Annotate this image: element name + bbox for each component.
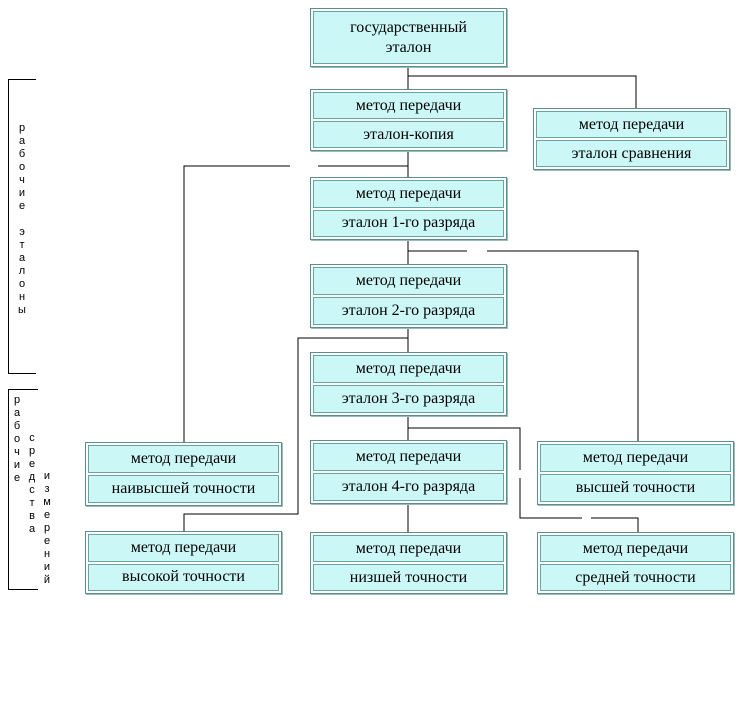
- vertical-letter: з: [44, 483, 50, 495]
- node-highest-title: наивысшей точности: [88, 475, 279, 503]
- node-state-standard-label: государственный эталон: [313, 11, 504, 64]
- connector-to-highest: [183, 165, 290, 442]
- node-medium-method: метод передачи: [540, 535, 731, 562]
- node-rank1-method: метод передачи: [313, 180, 504, 208]
- node-high-method: метод передачи: [88, 534, 279, 562]
- node-medium-accuracy: метод передачи средней точности: [537, 532, 734, 594]
- vertical-letter: и: [43, 561, 51, 573]
- vertical-letter: м: [43, 496, 51, 508]
- vertical-letter: а: [18, 135, 26, 147]
- node-rank3-method: метод передачи: [313, 355, 504, 383]
- vertical-letter: ч: [19, 174, 25, 186]
- vertical-letter: ч: [14, 446, 20, 458]
- vertical-letter: и: [43, 470, 51, 482]
- connector-to-medium-right: [591, 517, 639, 532]
- vertical-letter: й: [43, 574, 51, 586]
- node-rank1-standard: метод передачи эталон 1-го разряда: [310, 177, 507, 240]
- vertical-letter: [16, 213, 28, 226]
- node-rank1-title: эталон 1-го разряда: [313, 209, 504, 237]
- node-lowest-title: низшей точности: [313, 564, 504, 591]
- vertical-letter: с: [29, 432, 35, 444]
- vertical-letter: е: [28, 458, 36, 470]
- vertical-letter: б: [13, 420, 21, 432]
- node-rank2-standard: метод передачи эталон 2-го разряда: [310, 264, 507, 328]
- node-rank3-title: эталон 3-го разряда: [313, 385, 504, 413]
- vertical-letter: л: [18, 265, 26, 277]
- vertical-letter: е: [18, 200, 26, 212]
- vertical-letter: о: [18, 278, 26, 290]
- vertical-letter: т: [19, 239, 25, 251]
- vertical-letter: р: [43, 522, 51, 534]
- vertical-letter: и: [13, 459, 21, 471]
- vertical-letter: т: [29, 497, 35, 509]
- connector-to-higher: [487, 250, 639, 441]
- node-comparison-title: эталон сравнения: [536, 140, 727, 167]
- node-higher-method: метод передачи: [540, 444, 731, 472]
- connector-to-medium: [519, 478, 582, 519]
- vertical-letter: о: [18, 161, 26, 173]
- connector-state-comparison: [408, 75, 637, 108]
- bracket-working-means: [8, 389, 38, 590]
- node-copy-title: эталон-копия: [313, 121, 504, 148]
- vertical-letter: э: [19, 226, 25, 238]
- node-state-standard: государственный эталон: [310, 8, 507, 67]
- vertical-letter: в: [29, 510, 35, 522]
- vertical-letter: е: [43, 535, 51, 547]
- vertical-letter: н: [18, 291, 26, 303]
- connector-to-medium-top: [407, 427, 521, 470]
- node-comparison-method: метод передачи: [536, 111, 727, 138]
- node-rank3-standard: метод передачи эталон 3-го разряда: [310, 352, 507, 416]
- node-rank4-method: метод передачи: [313, 443, 504, 471]
- vertical-letter: н: [43, 548, 51, 560]
- vertical-letter: о: [13, 433, 21, 445]
- node-highest-method: метод передачи: [88, 445, 279, 473]
- vertical-letter: р: [13, 394, 21, 406]
- vertical-letter: р: [28, 445, 36, 457]
- vertical-letter: а: [18, 252, 26, 264]
- node-lowest-accuracy: метод передачи низшей точности: [310, 532, 507, 594]
- connector-to-high: [183, 337, 408, 531]
- node-comparison-standard: метод передачи эталон сравнения: [533, 108, 730, 170]
- node-high-title: высокой точности: [88, 563, 279, 591]
- vertical-letter: с: [29, 484, 35, 496]
- bracket-working-standards: [8, 79, 36, 374]
- node-medium-title: средней точности: [540, 564, 731, 591]
- node-rank2-method: метод передачи: [313, 267, 504, 295]
- node-copy-standard: метод передачи эталон-копия: [310, 89, 507, 151]
- node-higher-title: высшей точности: [540, 474, 731, 502]
- vertical-letter: а: [28, 523, 36, 535]
- vertical-letter: б: [18, 148, 26, 160]
- node-rank4-title: эталон 4-го разряда: [313, 473, 504, 501]
- vertical-letter: е: [43, 509, 51, 521]
- node-rank2-title: эталон 2-го разряда: [313, 297, 504, 325]
- vertical-letter: е: [13, 472, 21, 484]
- node-higher-accuracy: метод передачи высшей точности: [537, 441, 734, 505]
- node-copy-method: метод передачи: [313, 92, 504, 119]
- node-highest-accuracy: метод передачи наивысшей точности: [85, 442, 282, 506]
- node-high-accuracy: метод передачи высокой точности: [85, 531, 282, 594]
- vertical-letter: и: [18, 187, 26, 199]
- vertical-letter: а: [13, 407, 21, 419]
- vertical-letter: ы: [18, 304, 26, 316]
- vertical-letter: р: [18, 122, 26, 134]
- node-rank4-standard: метод передачи эталон 4-го разряда: [310, 440, 507, 504]
- node-lowest-method: метод передачи: [313, 535, 504, 562]
- vertical-letter: д: [28, 471, 36, 483]
